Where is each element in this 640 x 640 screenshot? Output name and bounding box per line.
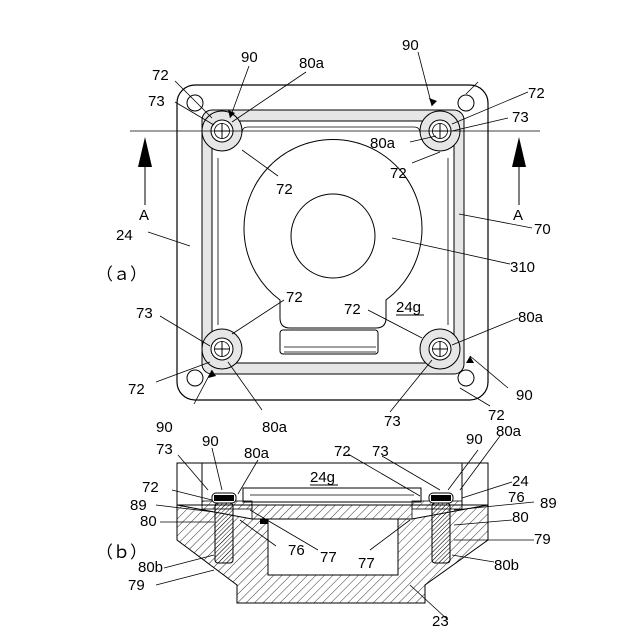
section-arrow-right	[512, 137, 526, 167]
label-80a: 80a	[370, 135, 396, 152]
corner-hole-tr	[458, 95, 474, 111]
label-72: 72	[152, 67, 169, 84]
label-73: 73	[372, 443, 389, 460]
label-89: 89	[130, 497, 147, 514]
panel-a: A A 90 80a 72 73 90 72 73 80a 72 72 24 7…	[96, 37, 551, 436]
label-24g: 24g	[310, 469, 335, 486]
label-80: 80	[140, 513, 157, 530]
label-72: 72	[286, 289, 303, 306]
label-73: 73	[156, 441, 173, 458]
label-89: 89	[540, 495, 557, 512]
corner-hole-br	[458, 370, 474, 386]
section-arrow-left	[138, 137, 152, 167]
label-90: 90	[156, 419, 173, 436]
panel-a-label: （ａ）	[96, 265, 147, 284]
label-72: 72	[488, 407, 505, 424]
label-72: 72	[528, 85, 545, 102]
label-80a: 80a	[299, 55, 325, 72]
label-72: 72	[142, 479, 159, 496]
label-80a: 80a	[518, 309, 544, 326]
label-73: 73	[512, 109, 529, 126]
label-90: 90	[402, 37, 419, 54]
tab-24g	[280, 330, 378, 354]
label-72: 72	[128, 381, 145, 398]
panel-b: 73 90 80a 72 89 80 （ｂ） 80b 79 76 77 77 2…	[96, 423, 557, 630]
label-72: 72	[334, 443, 351, 460]
label-73: 73	[148, 93, 165, 110]
label-70: 70	[534, 221, 551, 238]
label-76: 76	[288, 542, 305, 559]
label-23: 23	[432, 613, 449, 630]
section-marker-right: A	[513, 207, 523, 224]
label-77: 77	[358, 555, 375, 572]
label-80a: 80a	[262, 419, 288, 436]
label-73: 73	[136, 305, 153, 322]
label-24g: 24g	[396, 299, 421, 316]
label-79: 79	[534, 531, 551, 548]
label-90: 90	[466, 431, 483, 448]
label-80a: 80a	[244, 445, 270, 462]
label-90: 90	[241, 49, 258, 66]
label-80b: 80b	[138, 559, 163, 576]
screw-bl	[211, 338, 233, 360]
label-72: 72	[390, 165, 407, 182]
label-80: 80	[512, 509, 529, 526]
label-77: 77	[320, 549, 337, 566]
section-marker-left: A	[139, 207, 149, 224]
label-80b: 80b	[494, 557, 519, 574]
gasket-76	[252, 505, 412, 519]
component-310-center	[291, 194, 375, 278]
label-24: 24	[512, 473, 529, 490]
corner-hole-tl	[187, 95, 203, 111]
label-24: 24	[116, 227, 133, 244]
screw-br	[429, 338, 451, 360]
label-80a: 80a	[496, 423, 522, 440]
label-72: 72	[276, 181, 293, 198]
label-310: 310	[510, 259, 535, 276]
label-90: 90	[516, 387, 533, 404]
label-73: 73	[384, 413, 401, 430]
label-76: 76	[508, 489, 525, 506]
screw-section-right	[429, 493, 453, 563]
screw-section-left	[212, 493, 236, 563]
label-79: 79	[128, 577, 145, 594]
label-90: 90	[202, 433, 219, 450]
label-72: 72	[344, 301, 361, 318]
corner-hole-bl	[187, 370, 203, 386]
